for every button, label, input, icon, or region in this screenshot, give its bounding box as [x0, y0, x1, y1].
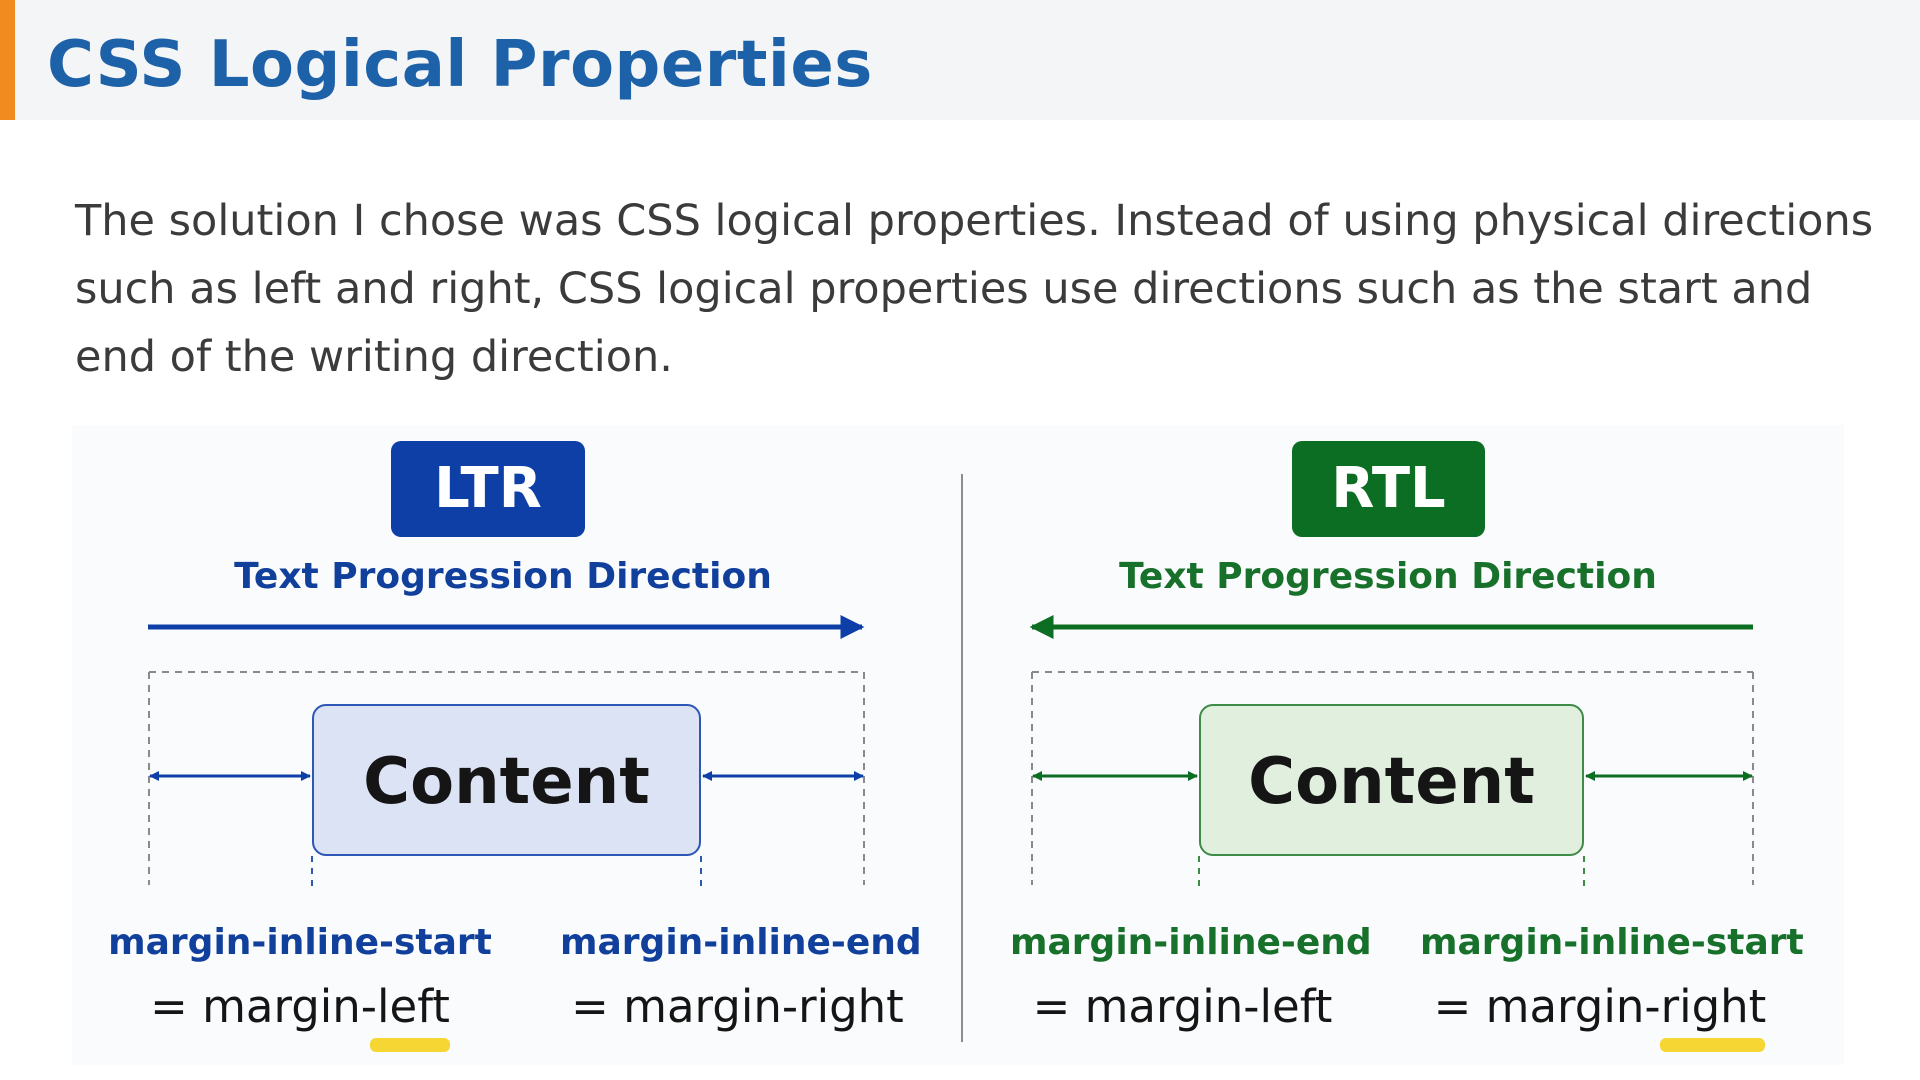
rtl-content-box: Content: [1199, 704, 1584, 856]
rtl-right-margin-equals: = margin-right: [1433, 980, 1767, 1033]
highlight-marker-ltr: [370, 1038, 450, 1052]
rtl-right-margin-name: margin-inline-start: [1420, 922, 1804, 963]
ltr-left-margin-name: margin-inline-start: [108, 922, 492, 963]
ltr-right-margin-name: margin-inline-end: [560, 922, 922, 963]
ltr-badge: LTR: [391, 441, 585, 537]
ltr-rtl-divider: [961, 474, 963, 1042]
ltr-left-margin-equals: = margin-left: [150, 980, 450, 1033]
slide-title: CSS Logical Properties: [47, 28, 873, 102]
ltr-right-margin-equals: = margin-right: [571, 980, 904, 1033]
rtl-badge: RTL: [1292, 441, 1485, 537]
title-accent-stripe: [0, 0, 15, 120]
rtl-left-margin-equals: = margin-left: [1032, 980, 1333, 1033]
body-paragraph: The solution I chose was CSS logical pro…: [75, 196, 1874, 382]
title-bar: CSS Logical Properties: [0, 0, 1920, 120]
rtl-direction-label: Text Progression Direction: [1119, 556, 1657, 597]
ltr-content-box: Content: [312, 704, 701, 856]
rtl-left-margin-name: margin-inline-end: [1010, 922, 1372, 963]
ltr-direction-label: Text Progression Direction: [234, 556, 772, 597]
highlight-marker-rtl: [1660, 1038, 1765, 1052]
